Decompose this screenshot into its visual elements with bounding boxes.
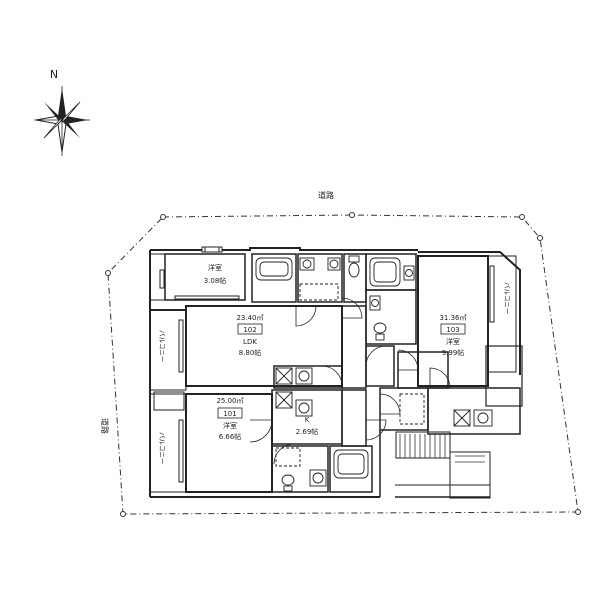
balcony-railings	[174, 265, 495, 483]
unit-102-area: 23.40㎡	[236, 314, 263, 322]
site-boundary	[105, 212, 581, 517]
unit-101-number: 101	[223, 410, 236, 418]
kitchen-room: K	[305, 416, 310, 424]
windows	[159, 246, 223, 289]
unit-102-number: 102	[243, 326, 256, 334]
unit-103-room: 洋室	[446, 337, 460, 346]
unit-103-area: 31.36㎡	[439, 314, 466, 322]
top-room-size: 3.08帖	[204, 276, 227, 285]
road-label-left: 道路	[100, 418, 110, 434]
unit-102-size: 8.80帖	[239, 348, 262, 357]
compass: N	[34, 68, 90, 156]
building-walls	[149, 247, 523, 499]
balcony-left-lower: バルコニー	[158, 432, 166, 464]
kitchen-size: 2.69帖	[296, 427, 319, 436]
compass-star-icon	[34, 86, 90, 156]
unit-101-room: 洋室	[223, 421, 237, 430]
unit-103-number: 103	[446, 326, 459, 334]
top-room-name: 洋室	[208, 263, 222, 272]
stairs	[399, 434, 485, 463]
unit-101-area: 25.00㎡	[216, 397, 243, 405]
unit-101-size: 6.66帖	[219, 432, 242, 441]
road-label-top: 道路	[318, 190, 334, 200]
unit-102-room: LDK	[243, 338, 257, 346]
unit-labels: 洋室 3.08帖 23.40㎡ 102 LDK 8.80帖 25.00㎡ 101…	[158, 263, 511, 464]
north-label: N	[50, 68, 58, 81]
unit-103-size: 9.99帖	[442, 348, 465, 357]
fixtures	[255, 255, 493, 492]
balcony-left-upper: バルコニー	[158, 330, 166, 362]
balcony-right: バルコニー	[503, 282, 511, 314]
door-swings	[249, 297, 451, 465]
